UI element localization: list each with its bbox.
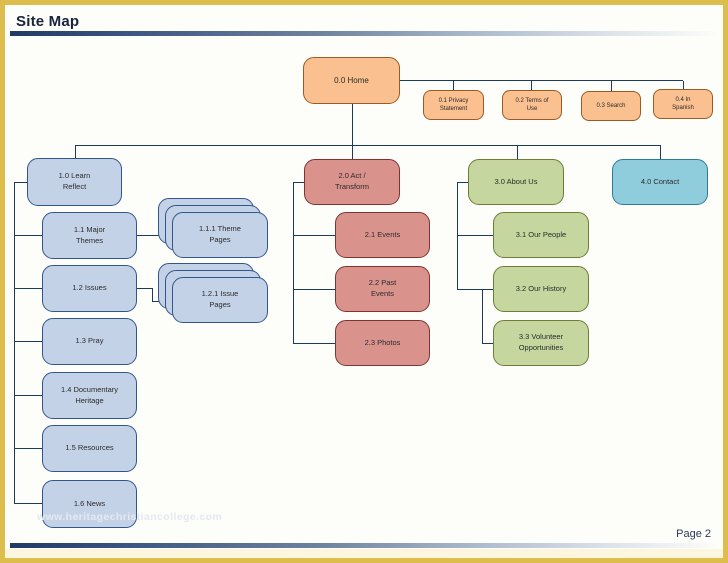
node-1-2-issues: 1.2 Issues	[42, 265, 137, 312]
connector-line	[293, 235, 335, 236]
footer-rule	[10, 543, 718, 548]
connector-line	[453, 81, 454, 90]
page-title: Site Map	[16, 13, 80, 30]
connector-line	[293, 343, 335, 344]
connector-line	[14, 341, 42, 342]
connector-line	[14, 448, 42, 449]
connector-line	[14, 288, 42, 289]
node-1-1-1-theme-pages: 1.1.1 Theme Pages	[172, 212, 268, 258]
connector-line	[482, 343, 493, 344]
connector-line	[152, 288, 153, 302]
title-rule	[10, 31, 718, 36]
node-2-0-act-transform: 2.0 Act / Transform	[304, 159, 400, 205]
connector-line	[14, 395, 42, 396]
footer-band	[5, 549, 723, 558]
node-1-5-resources: 1.5 Resources	[42, 425, 137, 472]
connector-line	[14, 182, 15, 504]
connector-line	[683, 81, 684, 89]
node-1-4-documentary-heritage: 1.4 Documentary Heritage	[42, 372, 137, 419]
node-1-0-learn-reflect: 1.0 Learn Reflect	[27, 158, 122, 206]
connector-line	[293, 182, 304, 183]
node-1-1-major-themes: 1.1 Major Themes	[42, 212, 137, 259]
connector-line	[482, 289, 483, 343]
node-0-0-home: 0.0 Home	[303, 57, 400, 104]
node-2-3-photos: 2.3 Photos	[335, 320, 430, 366]
watermark-text: www.heritagechristiancollege.com	[37, 511, 223, 523]
node-1-3-pray: 1.3 Pray	[42, 318, 137, 365]
connector-line	[531, 81, 532, 90]
node-1-6-news: 1.6 News	[42, 480, 137, 528]
connector-line	[75, 145, 76, 158]
connector-line	[293, 182, 294, 343]
node-3-0-about-us: 3.0 About Us	[468, 159, 564, 205]
stack-1-2-1-issue-pages: 1.2.1 Issue Pages	[158, 263, 270, 325]
node-3-1-our-people: 3.1 Our People	[493, 212, 589, 258]
connector-line	[14, 235, 42, 236]
connector-line	[611, 81, 612, 91]
connector-line	[457, 182, 468, 183]
node-0-3-search: 0.3 Search	[581, 91, 641, 121]
connector-line	[75, 145, 660, 146]
node-0-4-in-spanish: 0.4 In Spanish	[653, 89, 713, 119]
connector-line	[457, 235, 493, 236]
connector-line	[14, 182, 27, 183]
node-3-2-our-history: 3.2 Our History	[493, 266, 589, 312]
node-2-1-events: 2.1 Events	[335, 212, 430, 258]
node-2-2-past-events: 2.2 Past Events	[335, 266, 430, 312]
node-3-3-volunteer-opportunities: 3.3 Volunteer Opportunities	[493, 320, 589, 366]
connector-line	[137, 288, 153, 289]
connector-line	[293, 289, 335, 290]
connector-line	[400, 80, 683, 81]
node-4-0-contact: 4.0 Contact	[612, 159, 708, 205]
connector-line	[660, 145, 661, 159]
stack-1-1-1-theme-pages: 1.1.1 Theme Pages	[158, 198, 270, 260]
node-0-1-privacy-statement: 0.1 Privacy Statement	[423, 90, 484, 120]
node-0-2-terms-of-use: 0.2 Terms of Use	[502, 90, 562, 120]
connector-line	[457, 289, 493, 290]
connector-line	[14, 503, 42, 504]
connector-line	[352, 145, 353, 159]
connector-line	[517, 145, 518, 159]
page-number: Page 2	[676, 528, 711, 540]
connector-line	[352, 104, 353, 145]
node-1-2-1-issue-pages: 1.2.1 Issue Pages	[172, 277, 268, 323]
